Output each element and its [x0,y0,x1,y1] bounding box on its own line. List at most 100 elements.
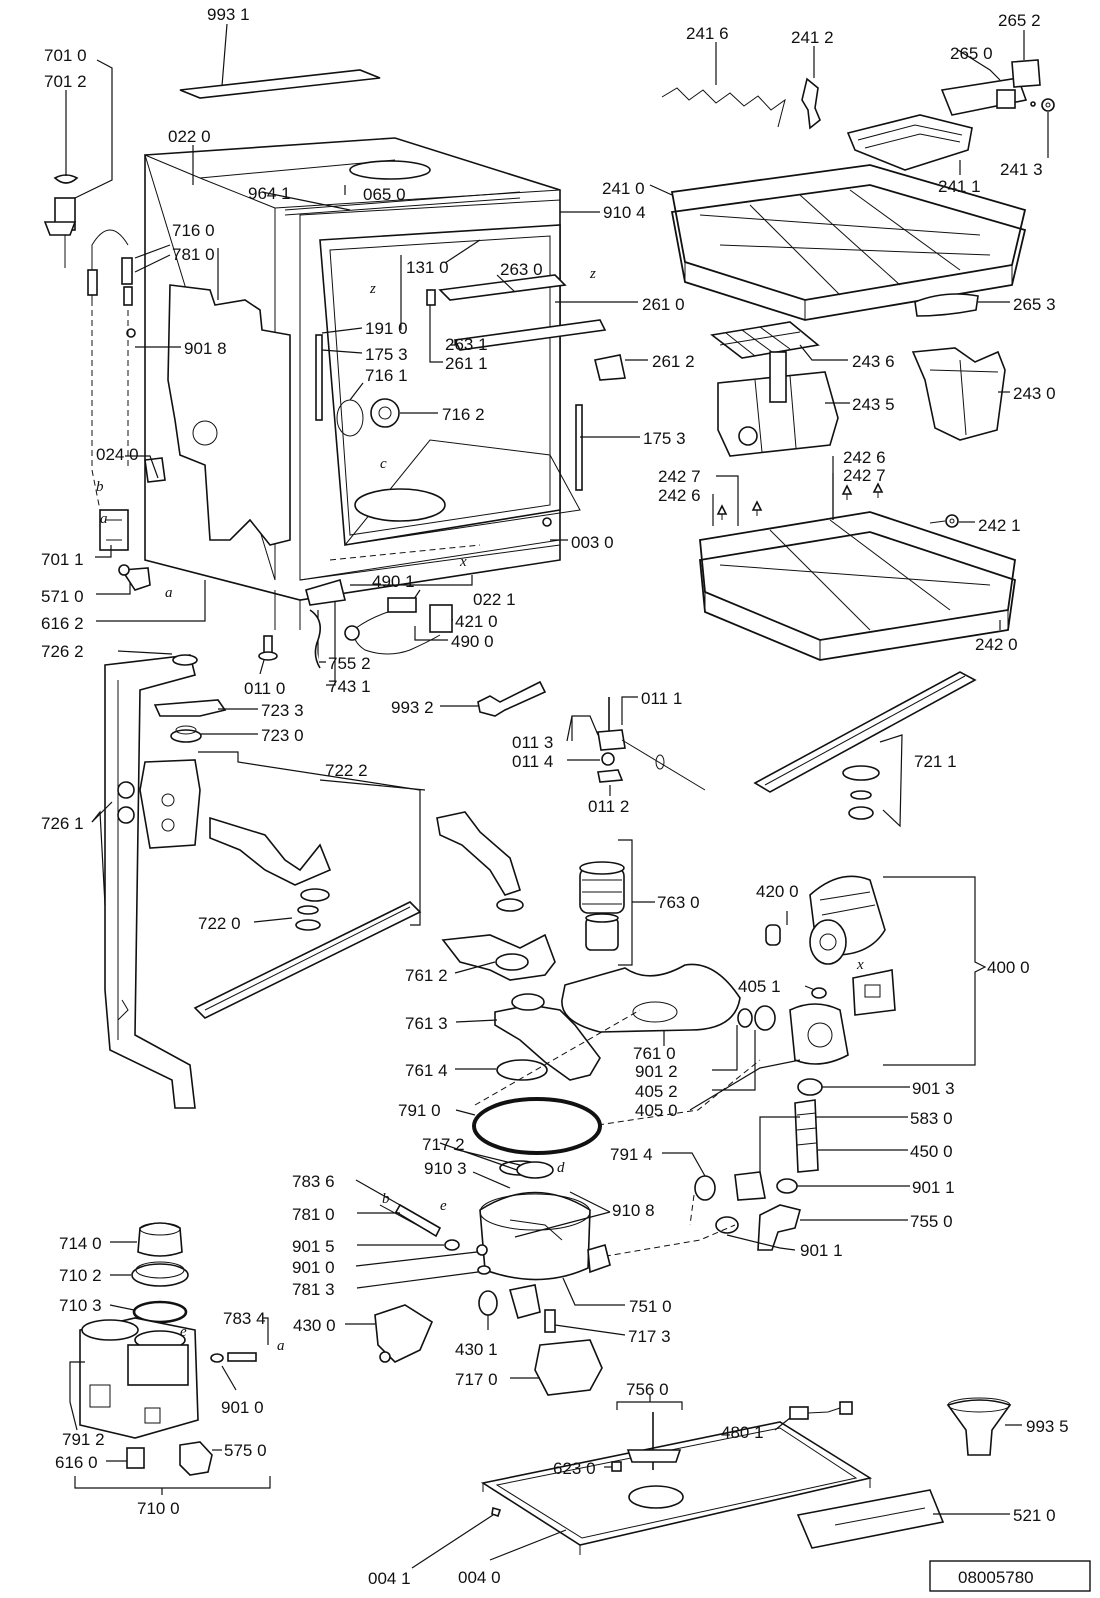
letter-x: x [459,554,467,570]
part-label: 022 0 [168,127,211,146]
part-label: 575 0 [224,1441,267,1460]
base-tray [411,1395,1022,1569]
part-label: 761 4 [405,1061,448,1080]
letter-b: b [96,479,104,495]
diagram-reference-number: 08005780 [958,1568,1034,1587]
part-label: 901 5 [292,1237,335,1256]
part-label: 781 0 [292,1205,335,1224]
cabinet-frame [144,69,626,630]
part-label: 242 6 [843,448,886,467]
part-label: 791 2 [62,1430,105,1449]
part-label: 241 1 [938,177,981,196]
part-label: 405 0 [635,1101,678,1120]
part-label: 701 1 [41,550,84,569]
part-label: 717 3 [628,1327,671,1346]
part-label: 011 3 [512,733,553,752]
part-label: 242 7 [843,466,886,485]
part-label: 901 1 [800,1241,843,1260]
part-label: 993 5 [1026,1417,1069,1436]
part-label: 480 1 [721,1423,764,1442]
part-label: 011 0 [244,679,285,698]
part-label: 910 3 [424,1159,467,1178]
part-label: 761 3 [405,1014,448,1033]
reference-letters: a a b b c d e e x x z z a [96,266,864,1354]
upper-rack-leaders [649,30,1049,630]
part-label: 726 2 [41,642,84,661]
letter-e: e [440,1198,447,1214]
part-label: 781 0 [172,245,215,264]
sump-assembly [345,1009,641,1396]
part-label: 191 0 [365,319,408,338]
letter-e: e [180,1324,187,1340]
part-label: 964 1 [248,184,291,203]
part-label: 717 2 [422,1135,465,1154]
part-label: 421 0 [455,612,498,631]
letter-x: x [856,957,864,973]
part-label: 175 3 [365,345,408,364]
part-label: 616 0 [55,1453,98,1472]
part-labels: 993 1 701 0 701 2 022 0 964 1 065 0 910 … [41,5,1069,1588]
part-label: 242 6 [658,486,701,505]
water-softener-assembly [69,1222,271,1495]
part-label: 761 2 [405,966,448,985]
part-label: 783 6 [292,1172,335,1191]
part-label: 710 0 [137,1499,180,1518]
part-label: 265 0 [950,44,993,63]
part-label: 710 2 [59,1266,102,1285]
letter-z: z [589,266,596,282]
part-label: 583 0 [910,1109,953,1128]
part-label: 024 0 [96,445,139,464]
part-label: 755 2 [328,654,371,673]
part-label: 490 0 [451,632,494,651]
part-label: 405 2 [635,1082,678,1101]
part-label: 993 1 [207,5,250,24]
part-label: 716 2 [442,405,485,424]
part-label: 901 8 [184,339,227,358]
upper-spray-arm [753,671,977,828]
part-label: 722 0 [198,914,241,933]
part-label: 242 7 [658,467,701,486]
adjustable-feet [566,696,706,796]
part-label: 261 1 [445,354,488,373]
part-label: 065 0 [363,185,406,204]
part-label: 791 0 [398,1101,441,1120]
part-label: 243 5 [852,395,895,414]
part-label: 003 0 [571,533,614,552]
letter-a: a [165,585,173,601]
part-label: 717 0 [455,1370,498,1389]
part-label: 716 1 [365,366,408,385]
part-label: 430 1 [455,1340,498,1359]
part-label: 910 8 [612,1201,655,1220]
part-label: 714 0 [59,1234,102,1253]
part-label: 241 6 [686,24,729,43]
part-label: 763 0 [657,893,700,912]
part-label: 261 2 [652,352,695,371]
part-label: 751 0 [629,1297,672,1316]
part-label: 265 2 [998,11,1041,30]
part-label: 011 4 [512,752,553,771]
letter-b: b [382,1191,390,1207]
letter-d: d [557,1160,565,1176]
part-label: 400 0 [987,958,1030,977]
part-label: 242 0 [975,635,1018,654]
part-label: 241 3 [1000,160,1043,179]
part-label: 721 1 [914,752,957,771]
part-label: 901 3 [912,1079,955,1098]
part-label: 716 0 [172,221,215,240]
part-label: 743 1 [328,677,371,696]
part-label: 910 4 [603,203,646,222]
part-label: 701 2 [44,72,87,91]
part-label: 022 1 [473,590,516,609]
letter-c: c [380,456,387,472]
part-label: 405 1 [738,977,781,996]
part-label: 263 1 [445,335,488,354]
part-label: 781 3 [292,1280,335,1299]
part-label: 901 0 [221,1398,264,1417]
part-label: 430 0 [293,1316,336,1335]
part-label: 243 0 [1013,384,1056,403]
letter-a: a [100,511,108,527]
circulation-pipes [104,654,547,1109]
part-label: 755 0 [910,1212,953,1231]
part-label: 011 1 [641,689,682,708]
